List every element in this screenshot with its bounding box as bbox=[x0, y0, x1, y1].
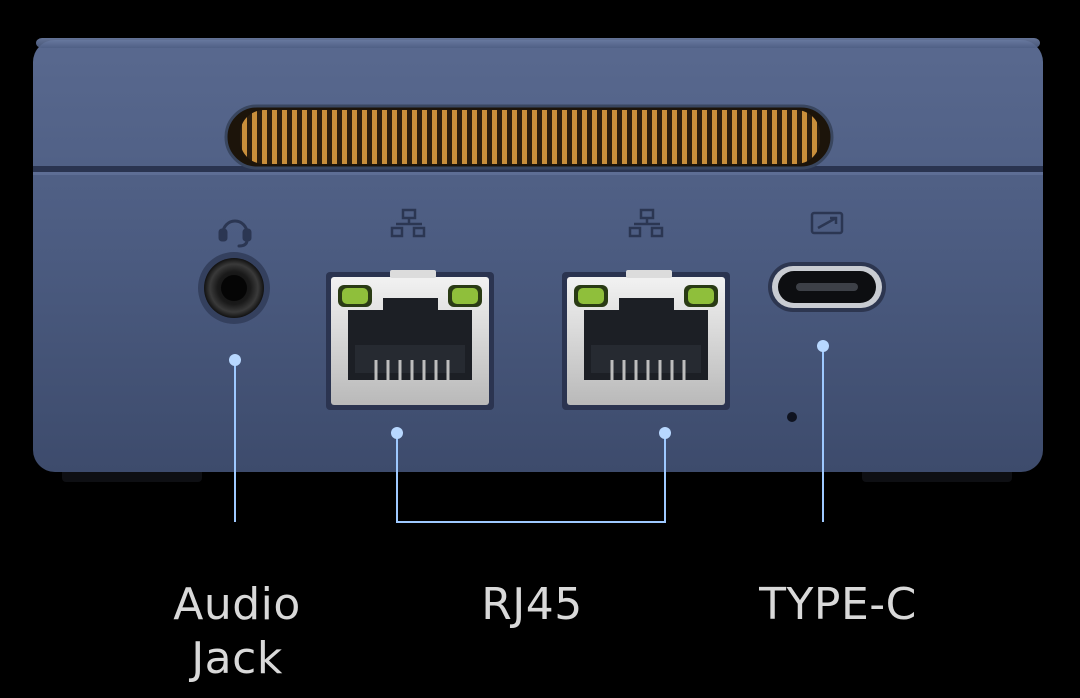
audio-jack-port bbox=[198, 252, 270, 324]
callout-dots bbox=[229, 340, 829, 439]
callout-lines bbox=[234, 346, 824, 523]
network-icon bbox=[628, 208, 664, 238]
reset-pinhole bbox=[787, 412, 797, 422]
type-c-label: TYPE-C bbox=[759, 579, 917, 630]
rj45-port-right bbox=[562, 270, 730, 410]
network-icon bbox=[390, 208, 426, 238]
rj45-port-left bbox=[326, 270, 494, 410]
display-icon bbox=[810, 211, 844, 235]
headphone-icon bbox=[218, 219, 252, 248]
device-top-edge bbox=[36, 38, 1040, 48]
audio-jack-label: Audio Jack bbox=[137, 578, 337, 686]
rj45-label: RJ45 bbox=[481, 579, 583, 630]
audio-jack-label-line1: Audio bbox=[173, 579, 301, 630]
audio-jack-label-line2: Jack bbox=[191, 633, 283, 684]
vent-fins bbox=[240, 110, 820, 164]
type-c-port bbox=[768, 262, 886, 312]
